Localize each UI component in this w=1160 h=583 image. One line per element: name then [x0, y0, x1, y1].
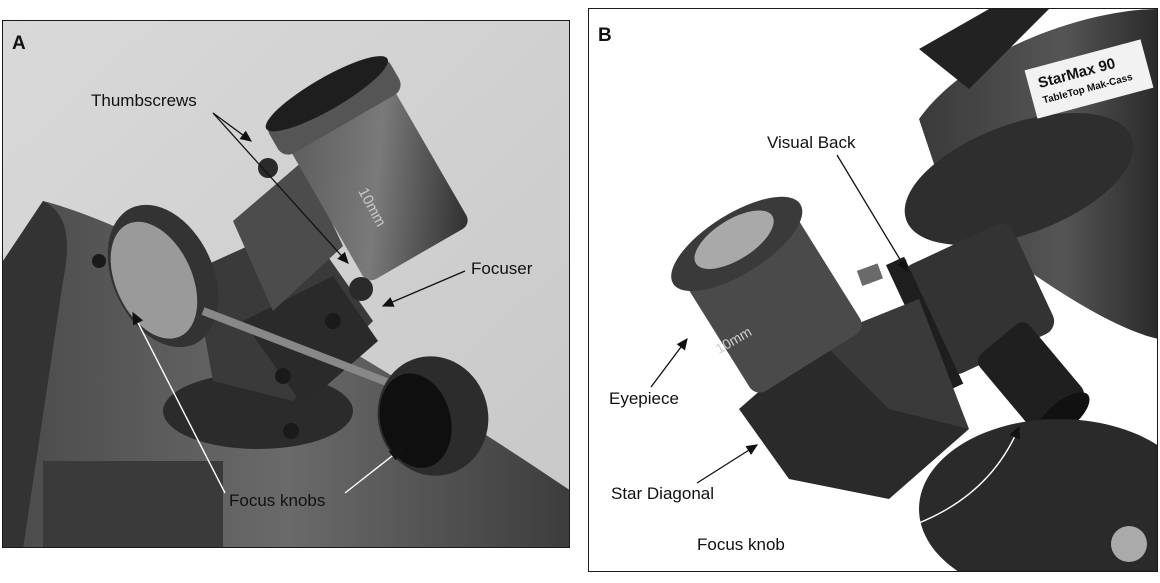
focuser-label: Focuser — [471, 259, 533, 278]
diagonal-photo: StarMax 90 TableTop Mak-Cass 10mm — [589, 9, 1157, 571]
panel-b: StarMax 90 TableTop Mak-Cass 10mm B Visu… — [588, 8, 1158, 572]
visual-back-label: Visual Back — [767, 133, 856, 152]
star-diagonal-label: Star Diagonal — [611, 484, 715, 503]
focuser-photo: 10mm — [3, 21, 569, 547]
panel-letter-b: B — [598, 25, 612, 46]
panel-letter-a: A — [12, 33, 26, 54]
eyepiece-label: Eyepiece — [609, 389, 679, 408]
focus-knob-label: Focus knob — [697, 535, 785, 554]
focus-knobs-label: Focus knobs — [229, 491, 326, 510]
thumbscrews-label: Thumbscrews — [91, 91, 197, 110]
panel-a: 10mm A Thumbscrews Focuser Focus knobs — [2, 20, 570, 548]
